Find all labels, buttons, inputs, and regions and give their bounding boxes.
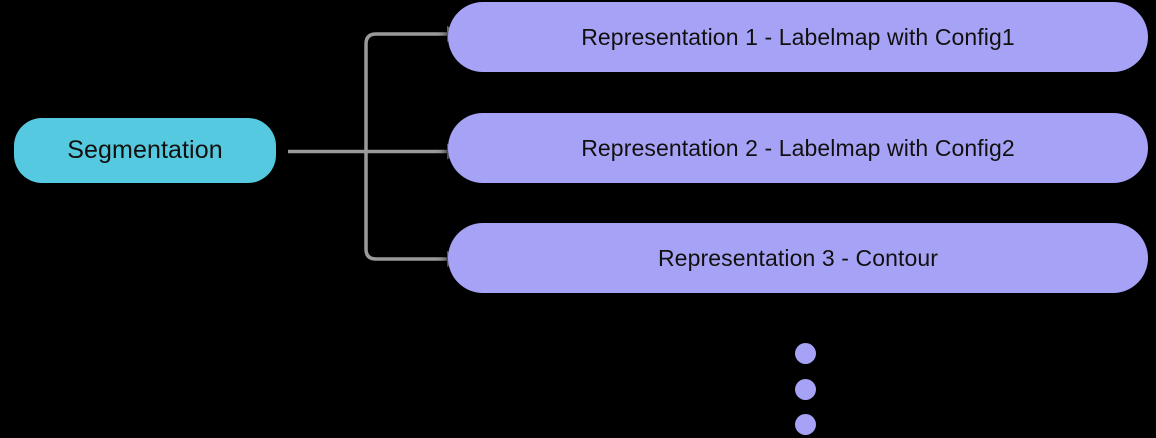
node-segmentation-label: Segmentation [67, 136, 223, 164]
ellipsis-dot-1 [795, 343, 816, 364]
node-representation-2[interactable]: Representation 2 - Labelmap with Config2 [448, 113, 1148, 183]
edge-to-representation-1 [364, 32, 448, 152]
node-representation-3-label: Representation 3 - Contour [657, 244, 939, 271]
node-representation-2-label: Representation 2 - Labelmap with Config2 [581, 134, 1015, 161]
node-representation-1-label: Representation 1 - Labelmap with Config1 [581, 23, 1015, 50]
edge-to-representation-3 [364, 151, 448, 261]
ellipsis-dot-2 [795, 378, 816, 400]
node-representation-3[interactable]: Representation 3 - Contour [448, 223, 1148, 293]
ellipsis-dot-3 [795, 414, 816, 435]
node-representation-1[interactable]: Representation 1 - Labelmap with Config1 [448, 2, 1148, 72]
vertical-ellipsis-icon [795, 343, 816, 435]
node-segmentation[interactable]: Segmentation [14, 118, 276, 183]
